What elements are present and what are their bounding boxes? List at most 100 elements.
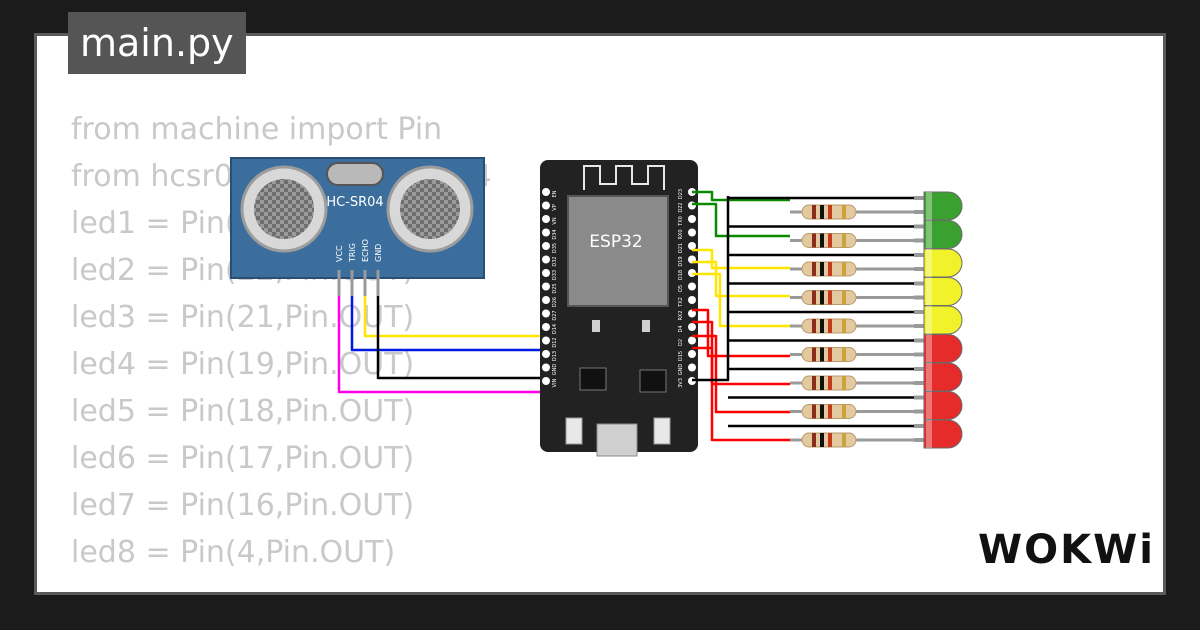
wire-echo[interactable] (363, 296, 543, 338)
pin-label: VP (552, 204, 558, 210)
pin-label: D23 (678, 189, 684, 199)
header-pin[interactable] (542, 336, 550, 345)
header-pin[interactable] (542, 323, 550, 331)
pin-label: D21 (678, 243, 684, 253)
header-pin[interactable] (542, 296, 550, 304)
pin-label: VN (552, 217, 558, 224)
wire-led5[interactable] (692, 272, 790, 328)
led-row (728, 248, 963, 278)
pin-label: D35 (552, 243, 558, 253)
pin-label: D26 (552, 297, 558, 307)
header-pin[interactable] (688, 228, 696, 237)
header-pin[interactable] (542, 350, 550, 358)
header-pin[interactable] (542, 242, 550, 250)
header-pin[interactable] (542, 363, 550, 372)
resistor[interactable] (801, 233, 857, 248)
led-row (728, 305, 963, 335)
led-row (728, 362, 963, 392)
header-pin[interactable] (542, 188, 550, 196)
led-green[interactable] (914, 191, 963, 221)
esp32-board[interactable]: ESP32 ENVPVND34D35D32D33D25D26D27D14D12D… (540, 160, 698, 457)
usb-chip (639, 369, 667, 393)
header-pin[interactable] (542, 228, 550, 237)
header-pin[interactable] (688, 350, 696, 358)
resistor[interactable] (801, 375, 857, 391)
en-button[interactable] (565, 417, 583, 445)
led-row (728, 220, 963, 249)
header-pin[interactable] (688, 309, 696, 318)
led-yellow[interactable] (914, 305, 963, 335)
pin-label: D5 (678, 285, 684, 292)
resistor[interactable] (801, 204, 857, 220)
pin-label: RX0 (678, 229, 684, 239)
resistor[interactable] (801, 404, 857, 419)
header-pin[interactable] (688, 323, 696, 331)
header-pin[interactable] (688, 296, 696, 304)
ultrasonic-sensor[interactable]: HC-SR04 VCC TRIG ECHO GND (230, 157, 485, 296)
wire-led1[interactable] (692, 190, 790, 202)
resistor[interactable] (801, 347, 857, 362)
sensor-pin-label: GND (374, 244, 383, 262)
led-yellow[interactable] (914, 277, 963, 306)
led-red[interactable] (914, 391, 963, 420)
wire-led8[interactable] (692, 334, 790, 414)
header-pin[interactable] (542, 201, 550, 210)
header-pin[interactable] (542, 309, 550, 318)
voltage-regulator (579, 367, 607, 391)
led-row (728, 334, 963, 363)
pin-label: RX2 (678, 310, 684, 320)
resistor[interactable] (801, 290, 857, 305)
header-pin[interactable] (688, 336, 696, 345)
header-pin[interactable] (542, 215, 550, 223)
led-yellow[interactable] (914, 248, 963, 278)
pin-label: D27 (552, 310, 558, 320)
header-pin[interactable] (542, 377, 550, 385)
wokwi-logo: WOKWi (978, 527, 1155, 573)
header-pin[interactable] (542, 269, 550, 277)
usb-port[interactable] (596, 423, 638, 457)
code-line: from machine import Pin (71, 112, 443, 147)
code-line: led8 = Pin(4,Pin.OUT) (71, 535, 396, 570)
resistor[interactable] (801, 318, 857, 334)
code-line: led3 = Pin(21,Pin.OUT) (71, 300, 415, 335)
header-pin[interactable] (688, 215, 696, 223)
wire-trig[interactable] (350, 296, 543, 352)
pin-label: D34 (552, 229, 558, 239)
led-row (728, 419, 963, 449)
pin-label: D33 (552, 270, 558, 280)
led-row (728, 277, 963, 306)
wire-led7[interactable] (692, 320, 790, 386)
wire-ground-bus[interactable] (692, 196, 730, 382)
header-pin[interactable] (688, 363, 696, 372)
pin-label: D19 (678, 256, 684, 266)
wire-led2[interactable] (692, 202, 790, 238)
resistor[interactable] (801, 261, 857, 277)
pin-label: D15 (678, 351, 684, 361)
pin-label: TX2 (678, 297, 684, 308)
crystal-oscillator (326, 162, 384, 186)
led-red[interactable] (914, 419, 963, 449)
pin-label: D4 (678, 325, 684, 332)
wire-led3[interactable] (692, 248, 790, 270)
header-pin[interactable] (542, 255, 550, 264)
wire-vcc[interactable] (337, 296, 543, 394)
antenna-trace (583, 165, 665, 190)
pin-label: D22 (678, 202, 684, 212)
led-red[interactable] (914, 362, 963, 392)
wire-led6[interactable] (692, 308, 790, 358)
esp32-module (567, 195, 669, 307)
resistor[interactable] (801, 432, 857, 448)
code-line: led4 = Pin(19,Pin.OUT) (71, 347, 415, 382)
led-row (728, 191, 963, 221)
header-pin[interactable] (542, 282, 550, 291)
wire-led4[interactable] (692, 260, 790, 298)
header-pin[interactable] (688, 201, 696, 210)
header-pin[interactable] (688, 282, 696, 291)
boot-button[interactable] (653, 417, 671, 445)
led-green[interactable] (914, 220, 963, 249)
wire-gnd[interactable] (376, 296, 543, 380)
wire-led9[interactable] (692, 346, 790, 442)
led-red[interactable] (914, 334, 963, 363)
header-pin[interactable] (688, 242, 696, 250)
